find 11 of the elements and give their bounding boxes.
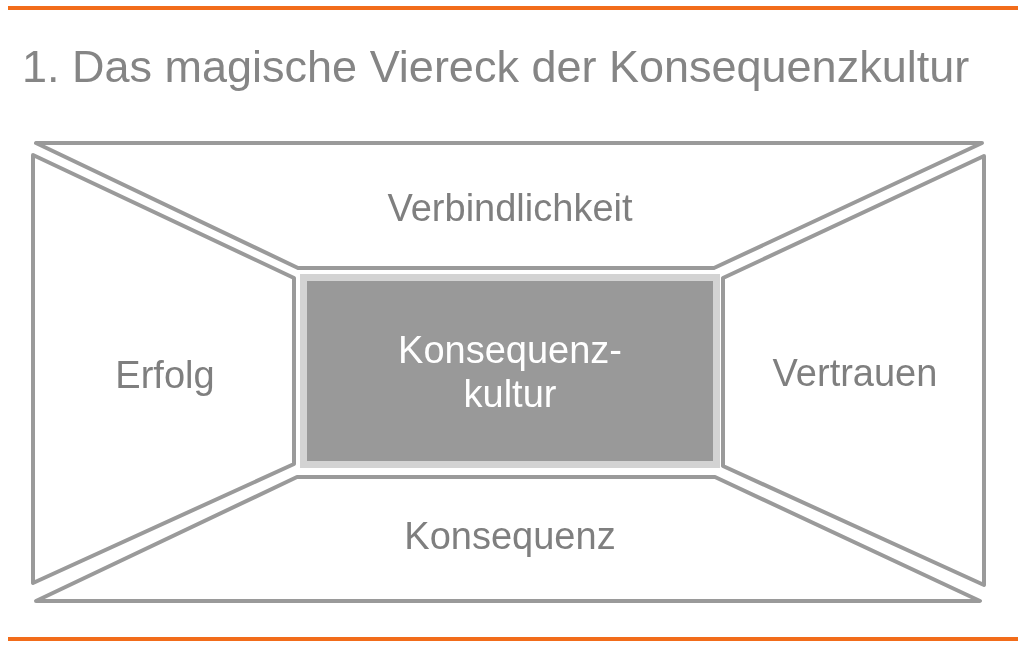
trapezoid-panel — [34, 475, 982, 603]
box-label: Konsequenz- kultur — [397, 328, 623, 416]
panel-label: Vertrauen — [772, 351, 938, 395]
panel-label: Erfolg — [115, 353, 215, 397]
trapezoid-panel — [31, 153, 296, 585]
center-box — [300, 274, 720, 468]
trapezoid-panel — [34, 141, 984, 270]
panel-label: Konsequenz — [404, 514, 616, 558]
title: 1. Das magische Viereck der Konsequenzkultur — [22, 40, 970, 94]
panel-label: Verbindlichkeit — [387, 186, 633, 230]
trapezoid-panel — [721, 154, 986, 587]
